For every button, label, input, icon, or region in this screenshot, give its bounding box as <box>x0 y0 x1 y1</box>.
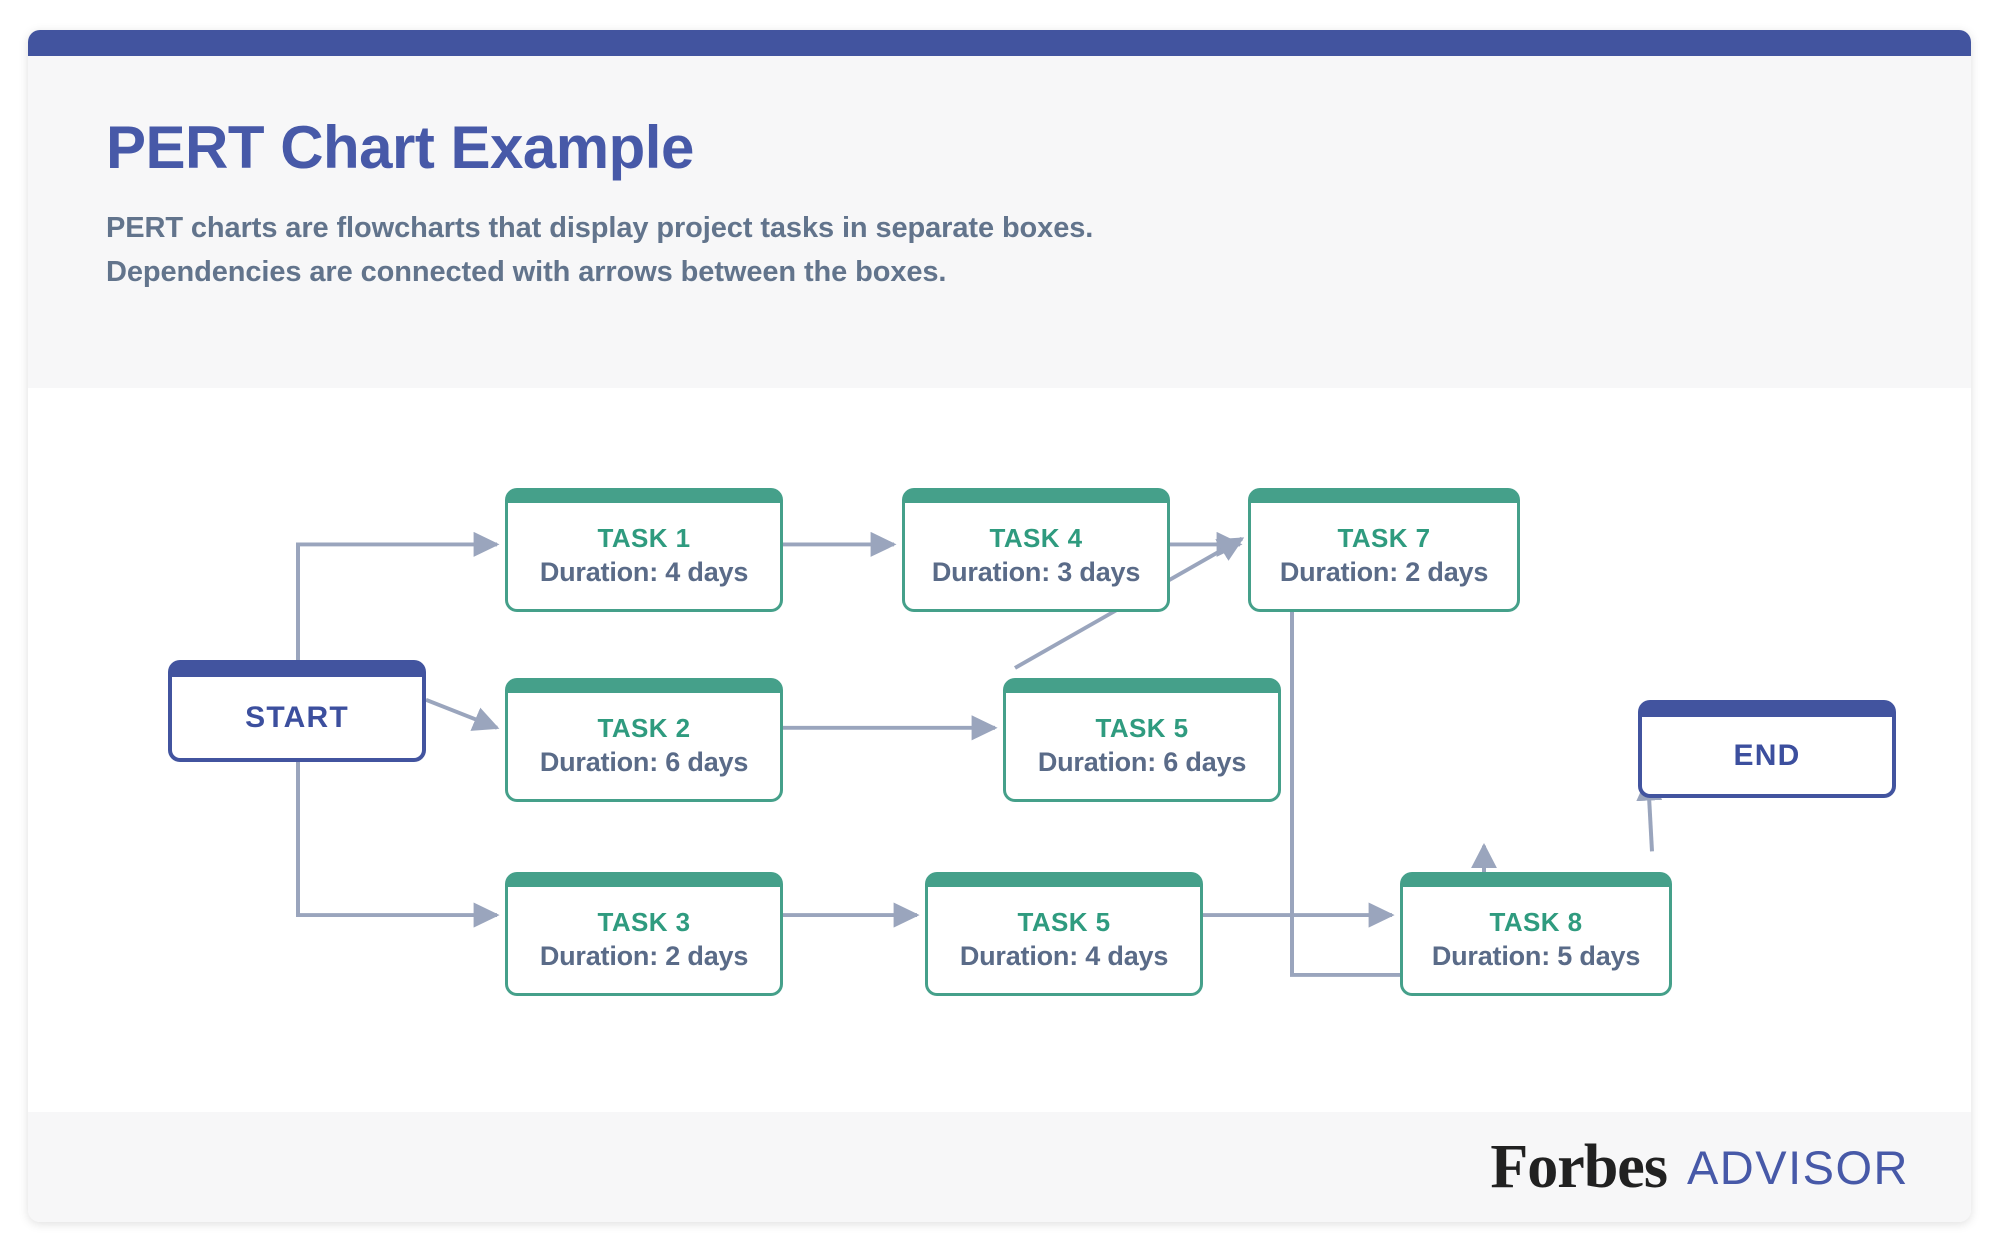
node-label: TASK 4 <box>989 523 1083 554</box>
node-start[interactable]: START <box>168 660 426 762</box>
node-label: START <box>245 700 349 734</box>
forbes-logo: Forbes <box>1490 1132 1668 1201</box>
edge-start-to-task2 <box>425 698 500 731</box>
node-label: TASK 2 <box>597 713 691 744</box>
node-duration: Duration: 2 days <box>539 940 749 971</box>
edge-start-to-task3 <box>296 699 500 928</box>
node-duration: Duration: 6 days <box>1037 746 1247 777</box>
node-end[interactable]: END <box>1638 700 1896 798</box>
page-title: PERT Chart Example <box>106 114 694 181</box>
subtitle-line-2: Dependencies are connected with arrows b… <box>106 256 947 289</box>
node-duration: Duration: 6 days <box>539 746 749 777</box>
node-duration: Duration: 2 days <box>1279 556 1489 587</box>
node-label: TASK 5 <box>1095 713 1189 744</box>
card-footer: Forbes ADVISOR <box>28 1112 1971 1222</box>
node-duration: Duration: 4 days <box>539 556 749 587</box>
node-label: TASK 7 <box>1337 523 1431 554</box>
node-duration: Duration: 5 days <box>1431 940 1641 971</box>
card-header: PERT Chart Example PERT charts are flowc… <box>28 56 1971 388</box>
node-label: TASK 3 <box>597 907 691 938</box>
edge-start-to-task1 <box>296 531 500 700</box>
subtitle-line-1: PERT charts are flowcharts that display … <box>106 212 1094 244</box>
node-duration: Duration: 4 days <box>959 940 1169 971</box>
node-label: END <box>1733 738 1801 772</box>
node-label: TASK 1 <box>597 523 691 554</box>
card-accent-bar <box>28 30 1971 56</box>
node-duration: Duration: 3 days <box>931 556 1141 587</box>
node-label: TASK 5 <box>1017 907 1111 938</box>
node-label: TASK 8 <box>1489 907 1583 938</box>
pert-chart-card: PERT Chart Example PERT charts are flowc… <box>28 30 1971 1222</box>
advisor-logo: ADVISOR <box>1686 1140 1909 1194</box>
